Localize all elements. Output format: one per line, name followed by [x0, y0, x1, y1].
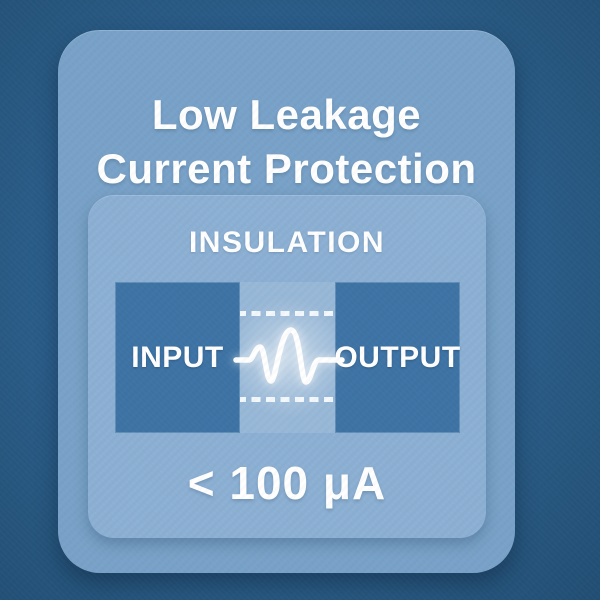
input-label: INPUT: [131, 340, 224, 374]
output-label: OUTPUT: [334, 340, 461, 374]
signal-pulse-waveform-icon: [233, 327, 345, 385]
insulation-boundary-bottom-dashed-line-icon: [237, 397, 336, 402]
insulation-boundary-top-dashed-line-icon: [237, 311, 336, 316]
output-block: OUTPUT: [334, 282, 461, 433]
insulation-heading: INSULATION: [188, 226, 386, 259]
leakage-current-value: < 100 μA: [187, 457, 387, 509]
insulation-panel: INSULATION INPUT OUTPUT < 100 μA: [88, 195, 486, 538]
title-line-1: Low Leakage: [151, 91, 422, 138]
feature-card: Low Leakage Current Protection INSULATIO…: [58, 30, 515, 573]
title-line-2: Current Protection: [96, 145, 477, 192]
input-block: INPUT: [115, 282, 240, 433]
page-title: Low Leakage Current Protection: [58, 88, 515, 196]
